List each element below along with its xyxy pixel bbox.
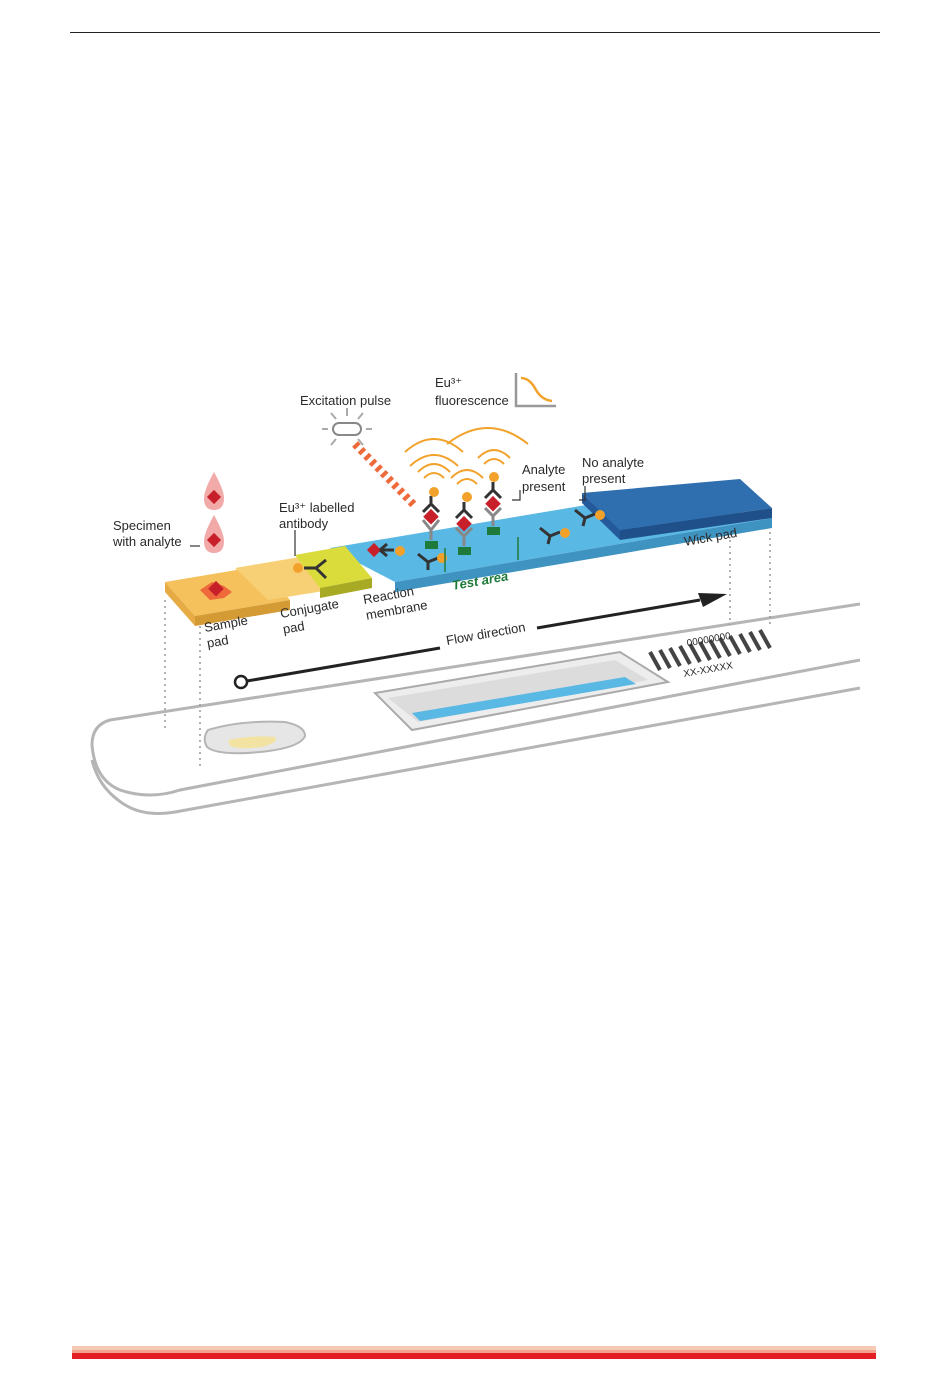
fluorescence-waves <box>405 428 528 484</box>
flow-direction-label: Flow direction <box>445 619 527 648</box>
conjugate-pad-label-2: pad <box>282 618 306 637</box>
specimen-label-1: Specimen <box>113 518 171 533</box>
footer-stripe-red <box>72 1353 876 1359</box>
sample-pad-label-2: pad <box>206 632 230 651</box>
analyte-present-label-1: Analyte <box>522 462 565 477</box>
eu-labelled-antibody-label-1: Eu³⁺ labelled <box>279 500 355 515</box>
decay-curve-icon <box>516 373 556 406</box>
sample-drops <box>204 472 224 553</box>
eu-labelled-antibody-label-2: antibody <box>279 516 329 531</box>
no-analyte-label-2: present <box>582 471 626 486</box>
flow-arrow <box>537 593 727 628</box>
analyte-present-label-2: present <box>522 479 566 494</box>
eu-fluorescence-label-2: fluorescence <box>435 393 509 408</box>
specimen-label-2: with analyte <box>112 534 182 549</box>
eu-fluorescence-label-1: Eu³⁺ <box>435 375 462 390</box>
no-analyte-label-1: No analyte <box>582 455 644 470</box>
excitation-lamp <box>322 408 414 505</box>
excitation-pulse-label: Excitation pulse <box>300 393 391 408</box>
